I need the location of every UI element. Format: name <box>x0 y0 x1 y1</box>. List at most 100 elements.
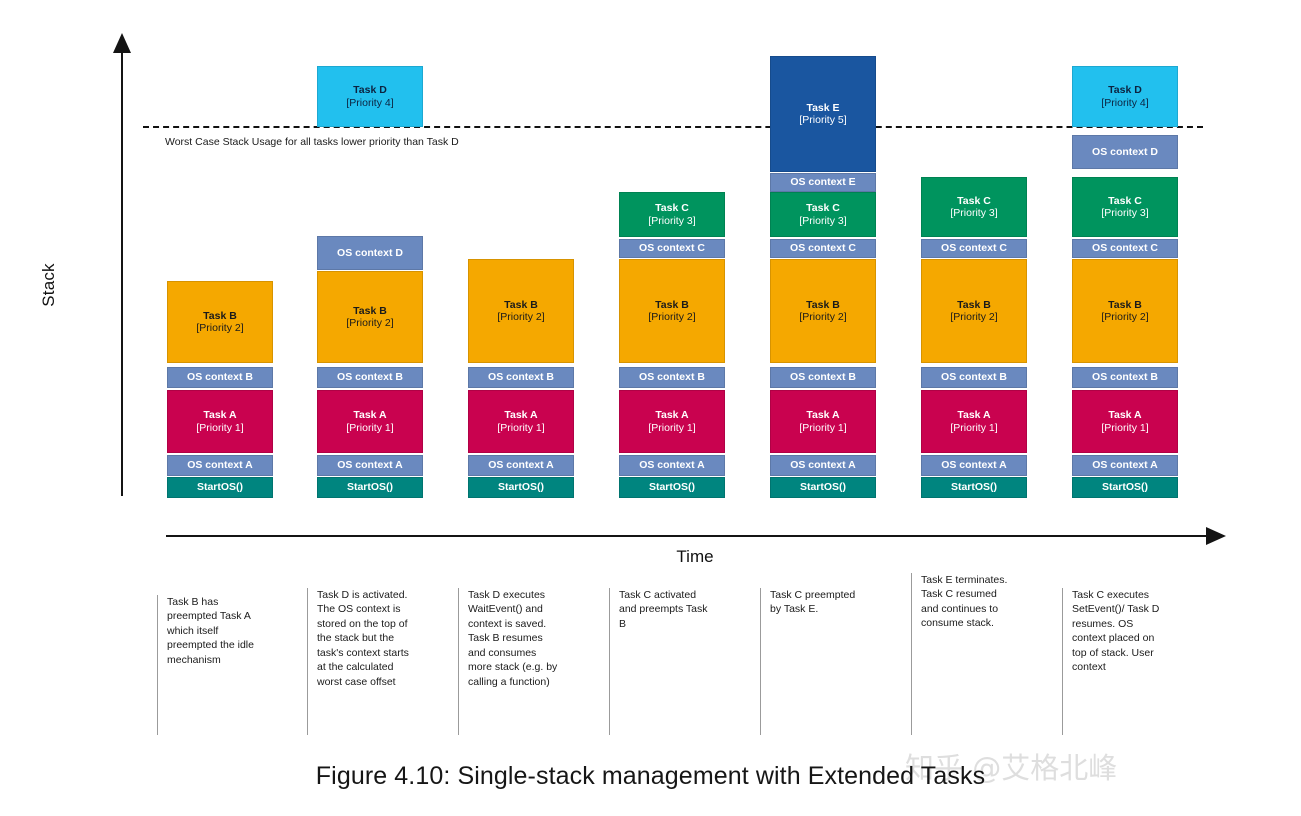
block-label: StartOS() <box>648 481 696 494</box>
block-label: OS context B <box>187 371 253 384</box>
block-start-os: StartOS() <box>921 477 1027 498</box>
block-start-os: StartOS() <box>770 477 876 498</box>
block-priority: [Priority 1] <box>648 421 696 434</box>
block-os-context-b: OS context B <box>619 367 725 388</box>
block-task-a: Task A[Priority 1] <box>770 390 876 453</box>
annotation-7: Task C executes SetEvent()/ Task D resum… <box>1062 588 1166 735</box>
block-label: Task A <box>353 409 387 422</box>
annotation-5: Task C preempted by Task E. <box>760 588 864 735</box>
block-label: Task B <box>504 298 538 311</box>
block-priority: [Priority 2] <box>648 311 696 323</box>
block-task-b: Task B[Priority 2] <box>317 271 423 363</box>
block-label: OS context A <box>790 459 856 472</box>
block-label: Task B <box>957 298 991 311</box>
block-label: Task D <box>353 84 387 97</box>
y-axis-line <box>121 47 123 496</box>
block-label: StartOS() <box>346 481 394 494</box>
block-label: Task C <box>1108 194 1142 207</box>
block-task-b: Task B[Priority 2] <box>167 281 273 363</box>
y-axis-arrow-icon <box>113 33 131 53</box>
block-label: Task C <box>806 202 840 215</box>
block-label: OS context B <box>639 371 705 384</box>
block-label: Task A <box>203 409 237 422</box>
block-task-b: Task B[Priority 2] <box>1072 259 1178 363</box>
block-label: Task C <box>655 202 689 215</box>
block-os-context-a: OS context A <box>167 455 273 476</box>
block-task-a: Task A[Priority 1] <box>1072 390 1178 453</box>
block-label: OS context A <box>337 459 403 472</box>
x-axis-label: Time <box>676 547 714 566</box>
block-os-context-b: OS context B <box>921 367 1027 388</box>
block-label: OS context B <box>941 371 1007 384</box>
block-os-context-a: OS context A <box>317 455 423 476</box>
block-label: OS context B <box>488 371 554 384</box>
block-priority: [Priority 2] <box>497 311 545 323</box>
block-label: OS context A <box>941 459 1007 472</box>
block-label: OS context C <box>1092 242 1158 255</box>
block-start-os: StartOS() <box>167 477 273 498</box>
block-task-b: Task B[Priority 2] <box>468 259 574 363</box>
block-label: Task B <box>203 309 237 322</box>
block-task-b: Task B[Priority 2] <box>921 259 1027 363</box>
block-start-os: StartOS() <box>619 477 725 498</box>
block-task-a: Task A[Priority 1] <box>921 390 1027 453</box>
block-label: OS context E <box>790 176 856 189</box>
block-start-os: StartOS() <box>1072 477 1178 498</box>
x-axis-line <box>166 535 1208 537</box>
block-priority: [Priority 2] <box>346 317 394 329</box>
block-os-context-c: OS context C <box>921 239 1027 258</box>
x-axis-arrow-icon <box>1206 527 1226 545</box>
block-priority: [Priority 3] <box>799 214 847 227</box>
block-label: OS context C <box>639 242 705 255</box>
block-priority: [Priority 2] <box>799 311 847 323</box>
block-label: Task B <box>353 304 387 317</box>
worst-case-dashed-line <box>143 126 1203 128</box>
block-priority: [Priority 1] <box>196 421 244 434</box>
block-label: Task E <box>806 101 840 114</box>
block-task-e: Task E[Priority 5] <box>770 56 876 172</box>
annotation-2: Task D is activated. The OS context is s… <box>307 588 411 735</box>
block-priority: [Priority 1] <box>799 421 847 434</box>
block-label: OS context D <box>337 246 403 259</box>
block-priority: [Priority 2] <box>950 311 998 323</box>
block-label: OS context C <box>790 242 856 255</box>
block-task-c: Task C[Priority 3] <box>619 192 725 237</box>
block-label: OS context A <box>187 459 253 472</box>
block-os-context-d: OS context D <box>317 236 423 270</box>
block-priority: [Priority 3] <box>950 207 998 219</box>
block-label: Task A <box>806 409 840 422</box>
block-label: OS context B <box>1092 371 1158 384</box>
annotation-3: Task D executes WaitEvent() and context … <box>458 588 562 735</box>
block-os-context-b: OS context B <box>1072 367 1178 388</box>
block-task-a: Task A[Priority 1] <box>619 390 725 453</box>
block-task-c: Task C[Priority 3] <box>770 192 876 237</box>
block-task-b: Task B[Priority 2] <box>770 259 876 363</box>
block-label: Task A <box>1108 409 1142 422</box>
block-label: Task B <box>1108 298 1142 311</box>
block-label: Task D <box>1108 84 1142 97</box>
block-label: Task A <box>655 409 689 422</box>
watermark: 知乎 @艾格北峰 <box>905 751 1118 785</box>
block-task-c: Task C[Priority 3] <box>921 177 1027 237</box>
block-priority: [Priority 3] <box>648 214 696 227</box>
block-task-d: Task D[Priority 4] <box>1072 66 1178 127</box>
block-task-b: Task B[Priority 2] <box>619 259 725 363</box>
block-label: OS context D <box>1092 145 1158 158</box>
block-label: Task A <box>504 409 538 422</box>
block-label: Task C <box>957 194 991 207</box>
block-label: OS context B <box>790 371 856 384</box>
block-priority: [Priority 2] <box>196 322 244 334</box>
block-priority: [Priority 1] <box>497 421 545 434</box>
block-os-context-b: OS context B <box>317 367 423 388</box>
block-priority: [Priority 2] <box>1101 311 1149 323</box>
block-label: OS context A <box>639 459 705 472</box>
block-task-d: Task D[Priority 4] <box>317 66 423 127</box>
block-os-context-a: OS context A <box>1072 455 1178 476</box>
block-os-context-c: OS context C <box>1072 239 1178 258</box>
block-task-a: Task A[Priority 1] <box>317 390 423 453</box>
block-label: OS context A <box>488 459 554 472</box>
block-priority: [Priority 1] <box>1101 421 1149 434</box>
block-os-context-b: OS context B <box>468 367 574 388</box>
block-os-context-e: OS context E <box>770 173 876 192</box>
block-os-context-a: OS context A <box>619 455 725 476</box>
